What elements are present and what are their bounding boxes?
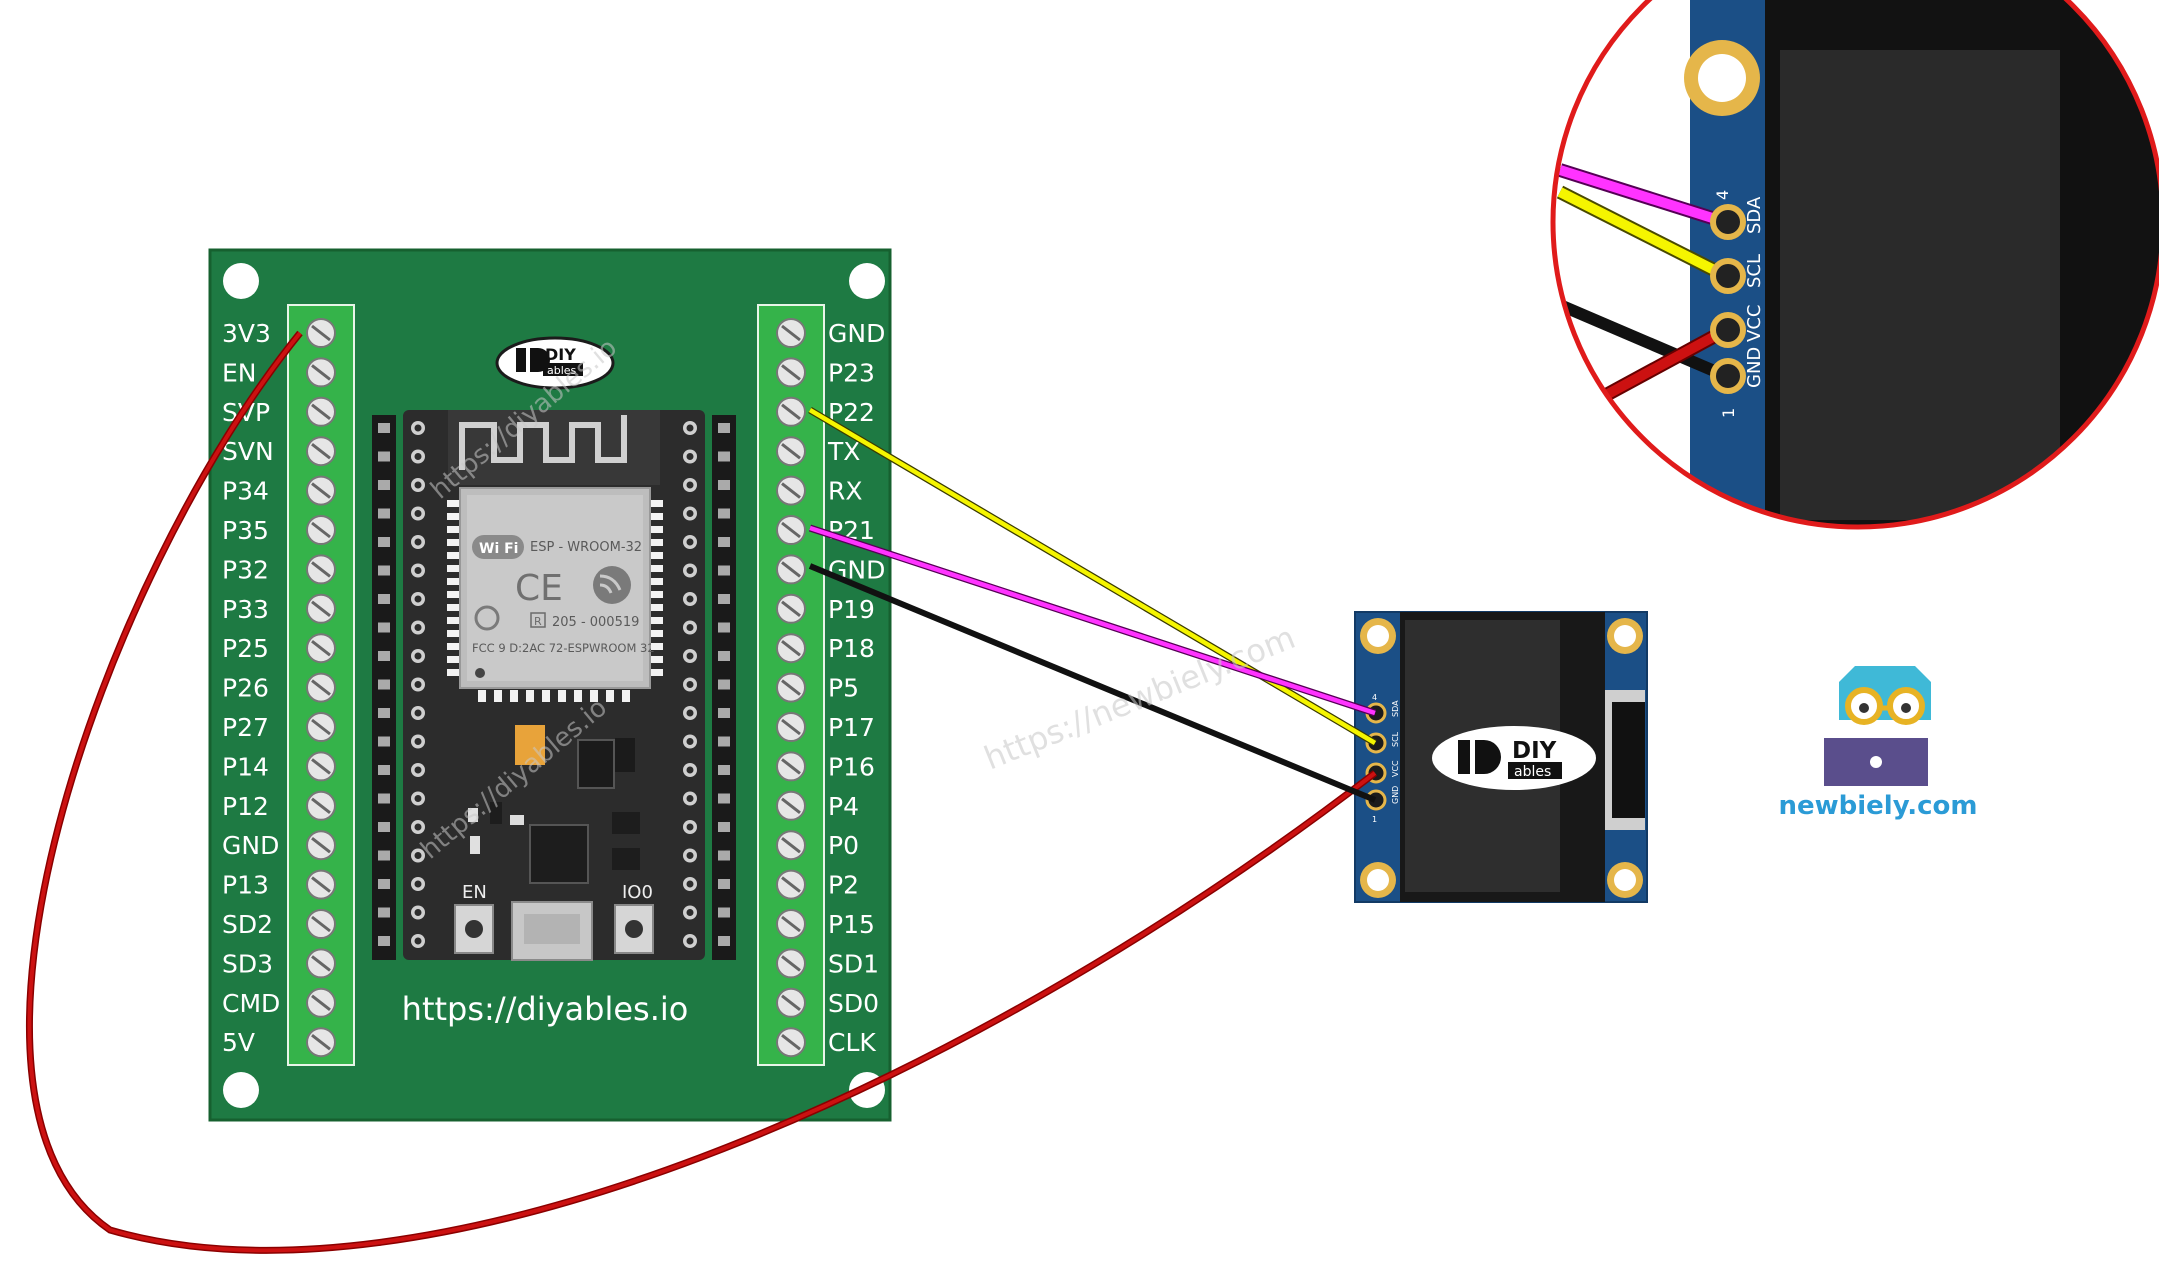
wire-scl [808, 408, 1377, 745]
left-pin-label: P27 [222, 713, 269, 742]
zoom-pin-pad [1710, 258, 1746, 294]
svg-text:R: R [534, 615, 542, 628]
right-pin-label: P19 [828, 595, 875, 624]
zoom-pin-label: VCC [1744, 305, 1765, 342]
left-pin-label: P13 [222, 871, 269, 900]
regulator [577, 739, 615, 789]
right-pin-label: P23 [828, 358, 875, 387]
module-cert: 205 - 000519 [552, 615, 639, 630]
module-fcc: FCC 9 D:2AC 72-ESPWROOM 32 [472, 641, 655, 655]
right-pin-label: P5 [828, 674, 859, 703]
right-pin-label: GND [828, 319, 885, 348]
pcb-antenna [459, 415, 627, 470]
left-pin-label: GND [222, 831, 279, 860]
espressif-icon [593, 566, 631, 604]
zoom-pin-pad [1710, 204, 1746, 240]
left-pin-label: P35 [222, 516, 269, 545]
left-pin-labels: 3V3ENSVPSVNP34P35P32P33P25P26P27P14P12GN… [222, 319, 280, 1057]
oled-diyables-logo: DIY ables [1432, 726, 1596, 790]
right-pin-label: TX [827, 437, 860, 466]
left-pin-label: CMD [222, 989, 280, 1018]
right-pin-label: P18 [828, 634, 875, 663]
zoom-pin-pad [1710, 358, 1746, 394]
zoom-pin-number: 4 [1713, 190, 1732, 200]
left-pin-label: EN [222, 358, 257, 387]
left-pin-label: SD2 [222, 910, 273, 939]
zoom-pin-label: SDA [1744, 196, 1765, 234]
left-terminal-screws [306, 318, 336, 1058]
right-pin-label: P2 [828, 871, 859, 900]
left-pin-label: P26 [222, 674, 269, 703]
newbiely-brand: newbiely.com [1778, 791, 1977, 821]
mount-hole [223, 1072, 259, 1108]
left-pin-label: P14 [222, 752, 269, 781]
left-pin-label: P33 [222, 595, 269, 624]
wroom-pads [447, 500, 663, 702]
wire-sda [809, 525, 1376, 716]
io0-button-label: IO0 [622, 882, 653, 903]
oled-pin-label: SDA [1391, 700, 1400, 717]
newbiely-owl-logo [1824, 666, 1931, 786]
en-button-label: EN [462, 882, 487, 903]
svg-text:Wi Fi: Wi Fi [479, 541, 518, 557]
right-pin-label: P0 [828, 831, 859, 860]
diyables-logo: DIY ables [495, 336, 615, 390]
svg-text:ables: ables [1514, 764, 1551, 780]
left-pin-label: P12 [222, 792, 269, 821]
right-pin-label: RX [828, 477, 863, 506]
right-pin-label: CLK [828, 1028, 876, 1057]
module-name: ESP - WROOM-32 [530, 540, 642, 555]
oled-pin-number: 1 [1372, 815, 1377, 824]
zoom-pin-label: GND [1744, 347, 1765, 388]
left-pin-label: 3V3 [222, 319, 271, 348]
capacitor [515, 725, 545, 765]
left-pin-label: P32 [222, 555, 269, 584]
right-pin-label: SD0 [828, 989, 879, 1018]
io0-button[interactable] [614, 904, 654, 954]
esp32-board: 3V3ENSVPSVNP34P35P32P33P25P26P27P14P12GN… [208, 248, 892, 1122]
right-terminal-screws [776, 318, 806, 1058]
devkit-through-holes [411, 421, 697, 948]
oled-pin-label: GND [1391, 786, 1400, 804]
left-pin-label: SVN [222, 437, 274, 466]
wire-gnd [808, 563, 1377, 803]
oled-flex-cable [1612, 702, 1645, 818]
usb-uart-chip [529, 824, 589, 884]
zoom-oled-pins: SDA SCL VCC GND 4 1 [1710, 190, 1765, 418]
left-pin-label: P25 [222, 634, 269, 663]
left-pin-label: SD3 [222, 949, 273, 978]
left-pin-label: 5V [222, 1028, 255, 1057]
zoom-inset: SDA SCL VCC GND 4 1 [1553, 0, 2159, 527]
mount-hole [849, 263, 885, 299]
wires [25, 330, 1378, 1254]
oled-module: DIY ables SDA SCL VCC GND 4 1 [1354, 611, 1648, 903]
svg-text:ables: ables [547, 364, 577, 377]
svg-text:DIY: DIY [1512, 738, 1557, 764]
right-pin-labels: GNDP23P22TXRXP21GNDP19P18P5P17P16P4P0P2P… [827, 319, 885, 1057]
ce-mark: CE [515, 568, 563, 609]
zoom-oled-screen [1780, 50, 2080, 520]
fcc-icon [474, 605, 500, 631]
oled-pin-label: VCC [1391, 760, 1400, 777]
header-pins [378, 423, 730, 946]
oled-pin-label: SCL [1391, 731, 1400, 747]
board-url: https://diyables.io [402, 990, 689, 1028]
svg-text:DIY: DIY [545, 345, 576, 364]
oled-pin-number: 4 [1372, 693, 1377, 702]
zoom-pin-pad [1710, 312, 1746, 348]
zoom-border [1550, 0, 2159, 530]
watermark: https://newbiely.com [979, 618, 1301, 777]
right-pin-label: P16 [828, 752, 875, 781]
left-pin-label: P34 [222, 477, 269, 506]
wire-vcc [27, 331, 1377, 1253]
right-pin-label: SD1 [828, 949, 879, 978]
right-pin-label: P17 [828, 713, 875, 742]
right-pin-label: P15 [828, 910, 875, 939]
zoom-pin-number: 1 [1719, 408, 1738, 418]
mount-hole [223, 263, 259, 299]
zoom-pin-label: SCL [1744, 254, 1765, 288]
right-pin-label: P4 [828, 792, 859, 821]
wifi-badge: Wi Fi [472, 535, 524, 559]
